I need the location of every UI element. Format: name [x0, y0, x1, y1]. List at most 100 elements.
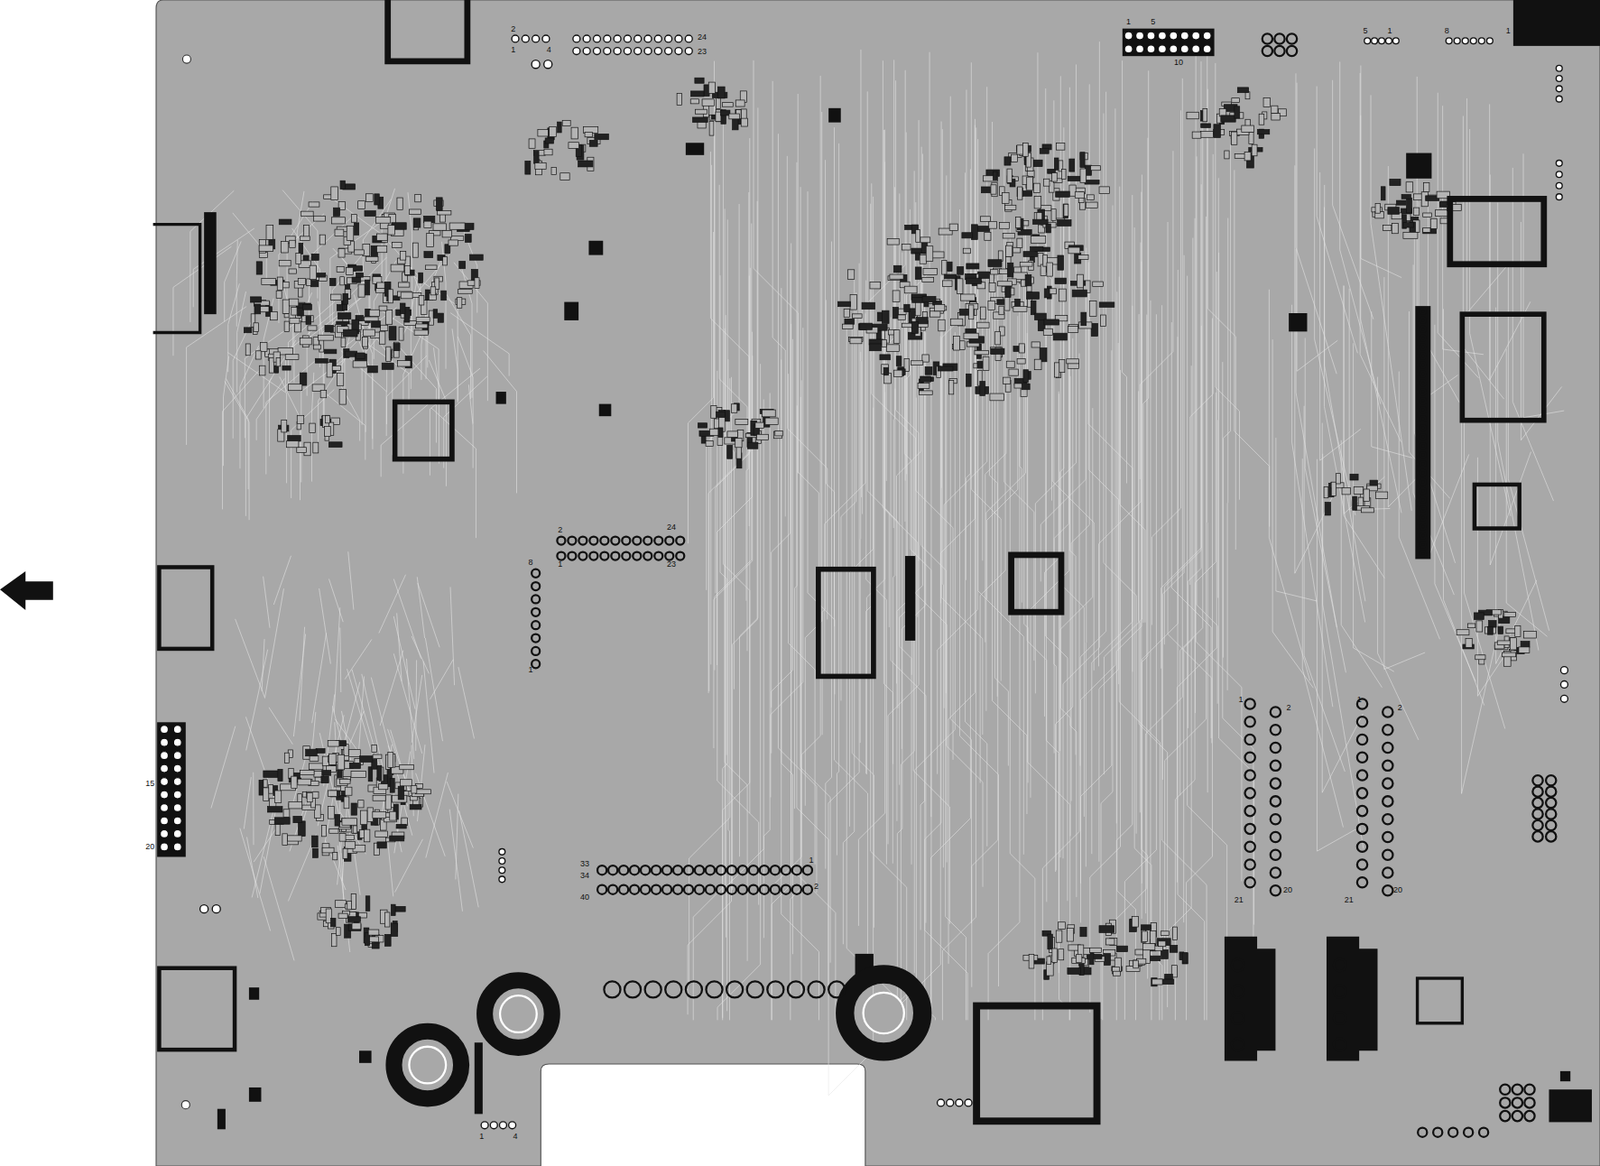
copper-trace: [978, 138, 1025, 855]
header-pin: [1357, 787, 1368, 798]
smd-part: [966, 373, 972, 387]
header-pin: [1420, 434, 1426, 440]
smd-part: [327, 790, 337, 797]
smd-part: [1005, 245, 1012, 257]
smd-part: [1182, 952, 1188, 964]
smd-part: [578, 160, 593, 167]
smd-part: [397, 360, 411, 367]
smd-part: [303, 225, 309, 239]
smd-part: [326, 361, 333, 377]
smd-part: [411, 785, 417, 794]
header-pin: [673, 885, 683, 895]
smd-part: [1007, 168, 1012, 183]
copper-trace: [1088, 155, 1133, 673]
copper-trace: [379, 650, 404, 727]
smd-part: [332, 851, 338, 860]
header-pin: [644, 47, 652, 56]
smd-part: [923, 268, 937, 275]
smd-part: [371, 321, 381, 328]
header-pin: [759, 865, 769, 875]
header-pin: [610, 552, 620, 561]
slot-connector: [1326, 936, 1379, 1062]
copper-trace: [1467, 98, 1508, 314]
black-pad: [496, 391, 507, 405]
header-pin: [634, 35, 642, 43]
smd-part: [998, 305, 1004, 315]
smd-part: [393, 342, 400, 351]
smd-part: [430, 286, 436, 296]
smd-part: [1192, 131, 1202, 139]
smd-part: [535, 162, 546, 169]
copper-trace: [719, 184, 748, 652]
smd-part: [338, 913, 348, 918]
smd-part: [691, 91, 704, 97]
copper-trace: [1268, 289, 1310, 681]
header-pin: [173, 816, 182, 825]
smd-part: [288, 268, 297, 274]
smd-part: [337, 754, 345, 770]
header-pins: [157, 28, 1568, 1138]
header-pin: [1512, 1097, 1523, 1108]
smd-part: [274, 365, 279, 373]
header-pin: [1420, 425, 1426, 431]
header-pin: [600, 536, 609, 546]
pin-number: 33: [580, 860, 590, 869]
port-outline: [158, 968, 235, 1050]
smd-part: [358, 284, 365, 297]
smd-part: [942, 259, 947, 275]
header-pin: [1357, 805, 1368, 816]
copper-trace: [1151, 110, 1181, 625]
smd-part: [1431, 218, 1438, 229]
header-pin: [665, 552, 674, 561]
smd-part: [328, 806, 335, 820]
copper-trace: [1119, 186, 1146, 623]
smd-part: [1055, 142, 1064, 150]
header-pin: [603, 47, 611, 56]
smd-part: [534, 150, 539, 164]
smd-part: [997, 299, 1005, 306]
smd-part: [1044, 319, 1060, 325]
header-pin: [726, 980, 743, 998]
smd-part: [334, 900, 346, 908]
smd-part: [1008, 369, 1019, 376]
smd-part: [717, 86, 725, 99]
smd-part: [860, 323, 873, 330]
copper-trace: [381, 188, 395, 294]
smd-part: [448, 240, 459, 246]
pin-number: 2: [1286, 703, 1292, 713]
copper-trace: [771, 269, 791, 708]
copper-trace: [986, 221, 1027, 712]
copper-trace: [898, 335, 941, 1020]
smd-part: [959, 341, 965, 351]
copper-trace: [1272, 339, 1314, 688]
header-pin: [640, 885, 650, 895]
header-pin: [1532, 820, 1543, 831]
copper-trace: [259, 789, 280, 895]
header-pin: [1274, 33, 1285, 44]
header-pin: [1499, 1084, 1510, 1095]
smd-part: [676, 93, 682, 106]
header-pin: [1192, 45, 1201, 54]
smd-part: [305, 749, 318, 757]
smd-part: [374, 194, 380, 205]
smd-part: [409, 804, 422, 809]
header-pin: [1357, 823, 1368, 834]
smd-part: [332, 366, 341, 371]
copper-trace: [1360, 65, 1402, 278]
smd-part: [1224, 150, 1230, 159]
header-pin: [684, 47, 693, 56]
smd-part: [340, 277, 345, 286]
smd-part: [1030, 300, 1036, 315]
header-pin: [634, 47, 642, 56]
header-pin: [749, 865, 759, 875]
smd-part: [922, 277, 935, 283]
regulator-outline: [976, 1006, 1097, 1122]
copper-trace: [245, 716, 277, 803]
smd-part: [1105, 938, 1114, 945]
copper-trace: [450, 313, 509, 377]
copper-trace: [293, 634, 306, 738]
header-pin: [1512, 1110, 1523, 1121]
copper-trace: [841, 292, 857, 702]
header-pin: [1286, 33, 1297, 44]
smd-part: [1046, 262, 1054, 277]
